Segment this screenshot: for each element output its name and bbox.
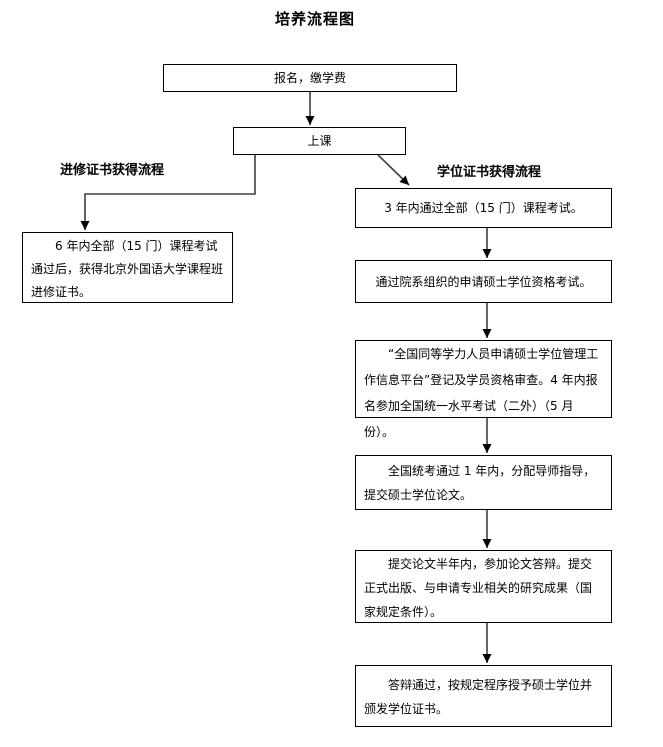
arrow-attend-certificate [80,155,256,230]
flow-node-attend: 上课 [233,127,406,155]
flow-node-step-5-text: 提交论文半年内，参加论文答辩。提交正式出版、与申请专业相关的研究成果（国家规定条… [364,557,593,619]
flow-node-step-6: 答辩通过，按规定程序授予硕士学位并颁发学位证书。 [355,665,612,727]
branch-label-certificate: 进修证书获得流程 [60,163,165,178]
flow-node-step-6-text: 答辩通过，按规定程序授予硕士学位并颁发学位证书。 [364,678,593,716]
flow-node-certificate: 6 年内全部（15 门）课程考试通过后，获得北京外国语大学课程班进修证书。 [22,232,233,303]
flow-node-step-4-text: 全国统考通过 1 年内，分配导师指导，提交硕士学位论文。 [364,464,596,502]
flow-node-step-3: “全国同等学力人员申请硕士学位管理工作信息平台”登记及学员资格审查。4 年内报名… [355,340,612,439]
flow-node-enroll: 报名，缴学费 [163,64,457,92]
page-title: 培养流程图 [274,10,355,28]
flow-node-step-2: 通过院系组织的申请硕士学位资格考试。 [355,260,612,303]
flow-node-step-4: 全国统考通过 1 年内，分配导师指导，提交硕士学位论文。 [355,455,612,510]
flow-node-step-1-text: 3 年内通过全部（15 门）课程考试。 [384,201,583,215]
flow-node-step-1: 3 年内通过全部（15 门）课程考试。 [355,188,612,228]
flow-node-enroll-label: 报名，缴学费 [273,71,346,85]
flow-node-step-2-text: 通过院系组织的申请硕士学位资格考试。 [375,274,592,289]
flow-node-step-3-text: “全国同等学力人员申请硕士学位管理工作信息平台”登记及学员资格审查。4 年内报名… [364,347,599,439]
flow-node-attend-label: 上课 [307,134,332,148]
flow-node-step-5: 提交论文半年内，参加论文答辩。提交正式出版、与申请专业相关的研究成果（国家规定条… [355,550,612,623]
arrow-attend-step1 [377,154,410,186]
flow-node-certificate-text: 6 年内全部（15 门）课程考试通过后，获得北京外国语大学课程班进修证书。 [31,239,224,299]
branch-label-degree: 学位证书获得流程 [437,165,542,180]
